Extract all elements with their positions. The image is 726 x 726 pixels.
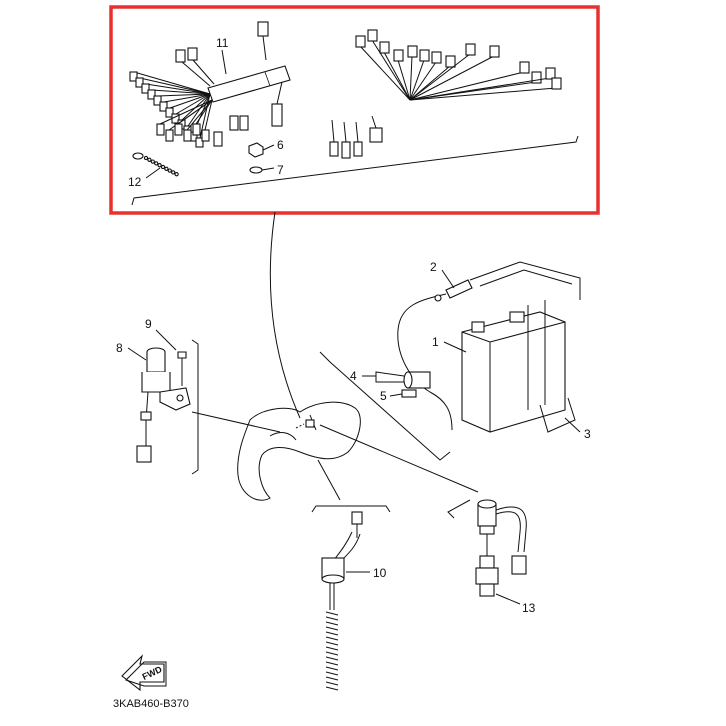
- callout-6: 6: [277, 138, 284, 152]
- callout-11: 11: [216, 36, 229, 50]
- callout-1: 1: [432, 335, 439, 349]
- neutral-switch-assembly: 10: [311, 505, 391, 691]
- callout-3: 3: [584, 427, 591, 441]
- callout-2: 2: [430, 260, 437, 274]
- diagram-code: 3KAB460-B370: [113, 698, 189, 710]
- callout-7: 7: [277, 163, 284, 177]
- callout-12: 12: [128, 175, 142, 189]
- callout-13: 13: [522, 601, 536, 615]
- left-switch-assembly: 9 8: [116, 317, 199, 475]
- callout-9: 9: [145, 317, 152, 331]
- stop-switch-assembly: 13: [447, 499, 536, 615]
- battery-assembly: 1 2 3 4 5: [350, 260, 591, 441]
- highlight-frame: [109, 5, 600, 215]
- callout-10: 10: [373, 566, 387, 580]
- callout-5: 5: [380, 389, 387, 403]
- wire-harness-group: 11 6 7 12: [128, 21, 579, 206]
- frame-outline: [237, 401, 361, 501]
- fwd-arrow-icon: FWD: [121, 654, 167, 692]
- callout-8: 8: [116, 341, 123, 355]
- callout-4: 4: [350, 369, 357, 383]
